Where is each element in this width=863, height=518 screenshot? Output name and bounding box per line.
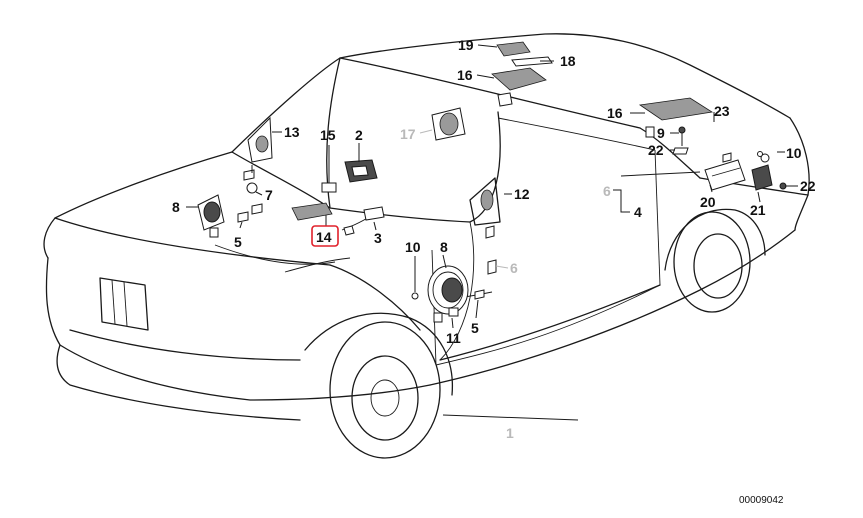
part-label-4: 4	[634, 204, 642, 220]
part-label-5-left: 5	[234, 234, 242, 250]
part-label-15: 15	[320, 127, 336, 143]
part-label-10-rear: 10	[786, 145, 802, 161]
part-label-6-front: 6	[510, 260, 518, 276]
part-label-3: 3	[374, 230, 382, 246]
part-label-20: 20	[700, 194, 716, 210]
part-label-17: 17	[400, 126, 416, 142]
part-label-16-rear: 16	[607, 105, 623, 121]
leader-lines	[186, 44, 798, 421]
part-label-8-right: 8	[440, 239, 448, 255]
drawing-code: 00009042	[739, 495, 784, 506]
part-label-7: 7	[265, 187, 273, 203]
part-label-9: 9	[657, 125, 665, 141]
part-label-22-rear: 22	[800, 178, 816, 194]
part-label-23: 23	[714, 103, 730, 119]
part-label-8-left: 8	[172, 199, 180, 215]
part-label-11: 11	[446, 330, 461, 346]
wiring-harness	[214, 117, 661, 366]
part-label-19: 19	[458, 37, 474, 53]
part-label-10-front: 10	[405, 239, 421, 255]
part-label-21: 21	[750, 202, 766, 218]
part-labels: 19 18 16 16 23 13 15 2 17 9 22 10 7 8 12…	[172, 37, 816, 441]
part-label-16-top: 16	[457, 67, 473, 83]
highlight-box-14	[311, 225, 339, 247]
part-label-18: 18	[560, 53, 576, 69]
part-label-14[interactable]: 14	[316, 229, 332, 245]
part-label-2: 2	[355, 127, 363, 143]
part-label-1: 1	[506, 425, 514, 441]
part-label-13: 13	[284, 124, 300, 140]
part-label-12: 12	[514, 186, 530, 202]
part-label-22-top: 22	[648, 142, 664, 158]
components	[197, 41, 787, 323]
part-label-6-rear: 6	[603, 183, 611, 199]
car-body-outline	[43, 33, 810, 459]
part-label-5-right: 5	[471, 320, 479, 336]
